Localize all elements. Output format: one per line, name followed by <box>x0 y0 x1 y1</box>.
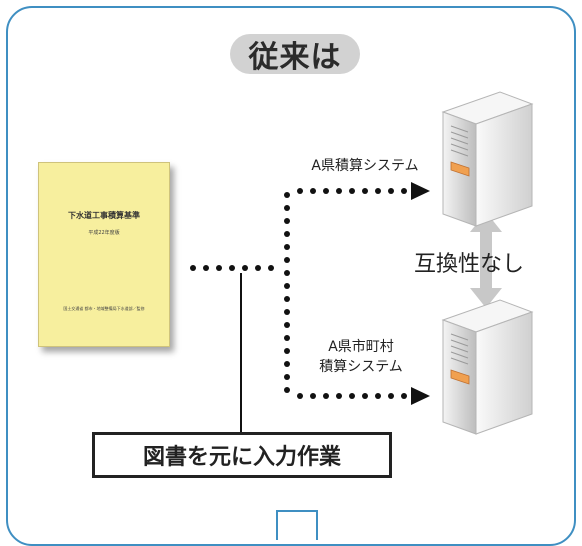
server-icon-top <box>441 91 534 227</box>
flow-diagram <box>190 91 534 435</box>
dotted-line-top-branch <box>297 188 407 194</box>
arrow-head-top <box>411 182 430 200</box>
bottom-tab <box>276 510 318 540</box>
arrow-head-bottom <box>411 387 430 405</box>
book-footer: 国土交通省 都市・地域整備局下水道部／監修 <box>63 306 145 311</box>
book-subtitle: 平成22年度版 <box>88 230 120 236</box>
book-title: 下水道工事積算基準 <box>68 211 140 220</box>
page-title: 従来は <box>230 34 360 75</box>
top-system-label: A県積算システム <box>311 158 419 174</box>
caption-box: 図書を元に入力作業 <box>92 432 392 478</box>
bottom-system-label-line1: A県市町村 <box>328 339 394 355</box>
standards-book: 下水道工事積算基準 平成22年度版 国土交通省 都市・地域整備局下水道部／監修 <box>38 162 170 347</box>
server-icon-bottom <box>441 299 534 435</box>
compatibility-double-arrow <box>470 212 502 308</box>
dotted-line-bottom-branch <box>297 393 407 399</box>
dotted-line-book-to-junction <box>190 265 274 271</box>
dotted-line-vertical-trunk <box>284 192 290 393</box>
compatibility-label: 互換性なし <box>414 252 525 277</box>
bottom-system-label-line2: 積算システム <box>319 359 403 375</box>
